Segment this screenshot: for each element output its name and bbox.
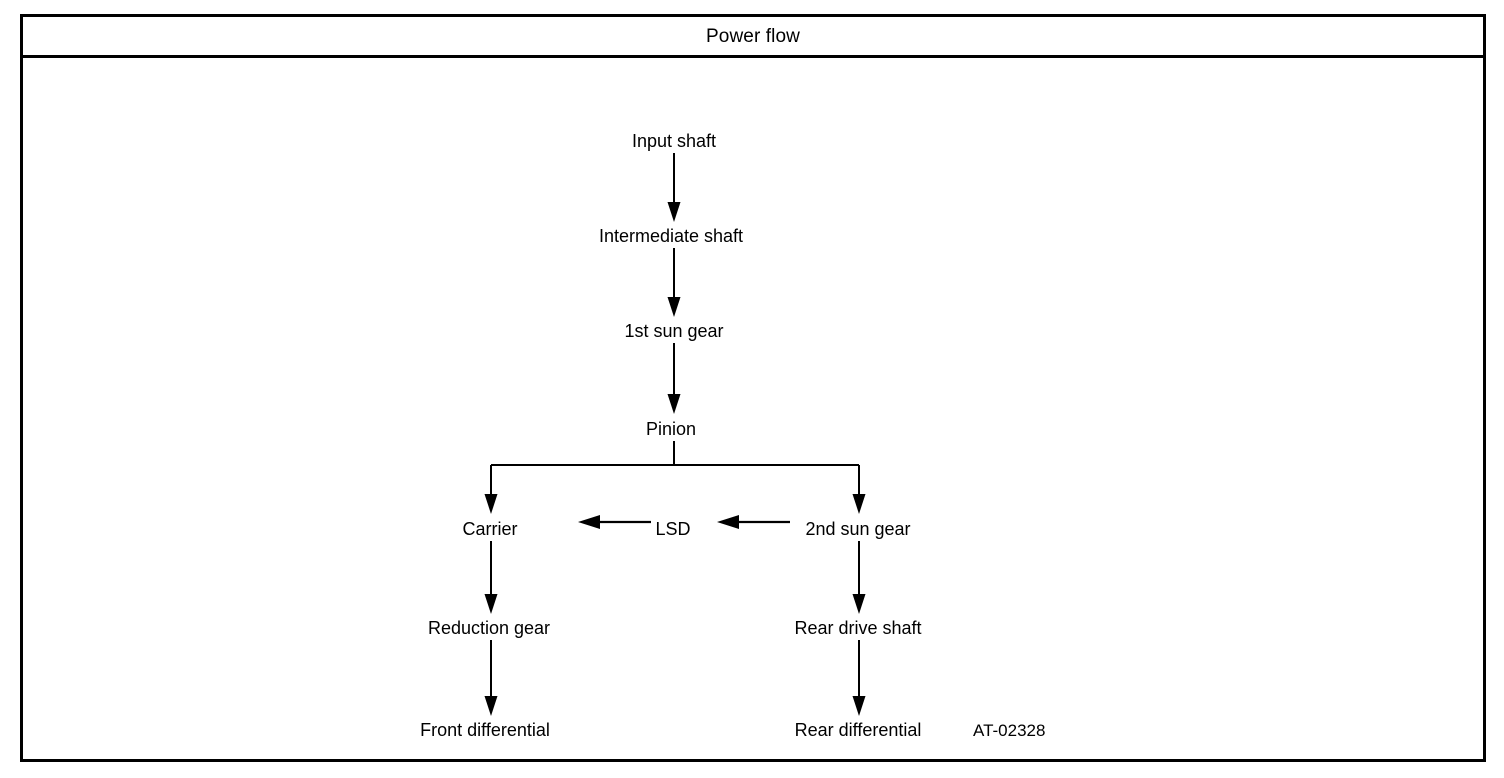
node-intermediate-shaft: Intermediate shaft [599,226,743,246]
node-pinion: Pinion [646,419,696,439]
figure-frame: Power flow [20,14,1486,762]
node-input-shaft: Input shaft [632,131,716,151]
edge-reduction-gear-to-front-differential [484,640,498,716]
edge-branch-to-2nd-sun-gear [852,465,866,514]
edge-lsd-to-carrier [578,515,651,529]
node-rear-differential: Rear differential [795,720,922,740]
edge-2nd-sun-gear-to-lsd [717,515,790,529]
node-front-differential: Front differential [420,720,550,740]
edge-input-shaft-to-intermediate-shaft [667,153,681,222]
node-2nd-sun-gear: 2nd sun gear [805,519,910,539]
power-flow-diagram: Input shaft Intermediate shaft 1st sun g… [23,58,1483,762]
edge-rear-drive-shaft-to-rear-differential [852,640,866,716]
edge-branch-to-carrier [484,465,498,514]
figure-code: AT-02328 [973,721,1045,740]
node-rear-drive-shaft: Rear drive shaft [794,618,921,638]
flow-connectors [484,153,866,716]
edge-2nd-sun-gear-to-rear-drive-shaft [852,541,866,614]
figure-title-band: Power flow [23,17,1483,58]
edge-intermediate-shaft-to-1st-sun-gear [667,248,681,317]
edge-pinion-to-branch-bus [491,441,859,467]
flow-node-labels: Input shaft Intermediate shaft 1st sun g… [420,131,921,740]
node-1st-sun-gear: 1st sun gear [624,321,723,341]
node-lsd: LSD [655,519,690,539]
page-title: Power flow [706,25,800,47]
edge-1st-sun-gear-to-pinion [667,343,681,414]
node-carrier: Carrier [462,519,517,539]
edge-carrier-to-reduction-gear [484,541,498,614]
node-reduction-gear: Reduction gear [428,618,550,638]
